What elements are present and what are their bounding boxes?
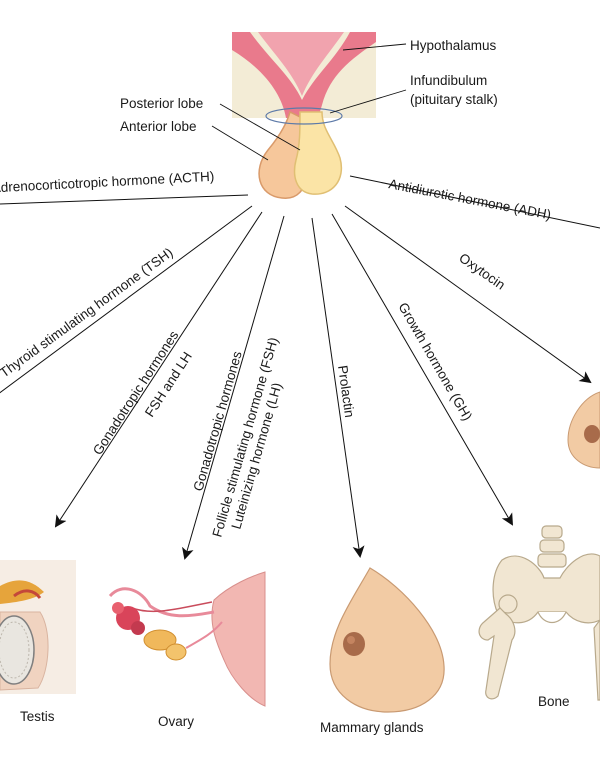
- hypothalamus-tissue: [232, 32, 376, 118]
- hypothalamus-inner: [258, 32, 344, 96]
- stalk-ring: [265, 107, 343, 125]
- hypothalamus-leader: [342, 43, 407, 51]
- growth-hormone-arrow: [331, 213, 514, 526]
- mammary-illustration: [329, 567, 445, 713]
- posterior-lobe-label: Posterior lobe: [120, 96, 203, 111]
- testis-label: Testis: [20, 709, 55, 724]
- ovary-illustration: [108, 571, 266, 707]
- growth-hormone-label: Growth hormone (GH): [395, 300, 475, 423]
- infundibulum-label: Infundibulum: [410, 73, 487, 88]
- bone-label: Bone: [538, 694, 570, 709]
- adh-arrow: [349, 175, 600, 229]
- gonadotropic-testis-arrow: [54, 211, 263, 528]
- testis-illustration: [0, 560, 76, 694]
- bone-illustration: [478, 525, 600, 701]
- leader-lines: [211, 43, 407, 161]
- pituitary-gland: [258, 107, 343, 199]
- mammary-label: Mammary glands: [320, 720, 424, 735]
- hormone-arrows: [0, 175, 600, 560]
- gonadotropic-ovary-arrow: [182, 215, 285, 560]
- anterior-lobe-label: Anterior lobe: [120, 119, 197, 134]
- prolactin-label: Prolactin: [335, 364, 357, 418]
- hypothalamus-illustration: [232, 32, 376, 118]
- oxytocin-arrow: [344, 205, 592, 384]
- infundibulum-leader: [329, 89, 407, 114]
- posterior-lobe-leader: [219, 103, 301, 151]
- ovary-label: Ovary: [158, 714, 194, 729]
- tsh-arrow: [0, 205, 253, 394]
- anterior-lobe-leader: [211, 125, 269, 161]
- adh-label: Antidiuretic hormone (ADH): [387, 176, 552, 222]
- oxytocin-target-illustration: [567, 391, 600, 469]
- hypothalamus-label: Hypothalamus: [410, 38, 497, 53]
- acth-label: Adrenocorticotropic hormone (ACTH): [0, 169, 215, 196]
- oxytocin-label: Oxytocin: [456, 250, 508, 292]
- pituitary-stalk-label: (pituitary stalk): [410, 92, 498, 107]
- prolactin-arrow: [311, 217, 365, 558]
- acth-arrow: [0, 194, 249, 205]
